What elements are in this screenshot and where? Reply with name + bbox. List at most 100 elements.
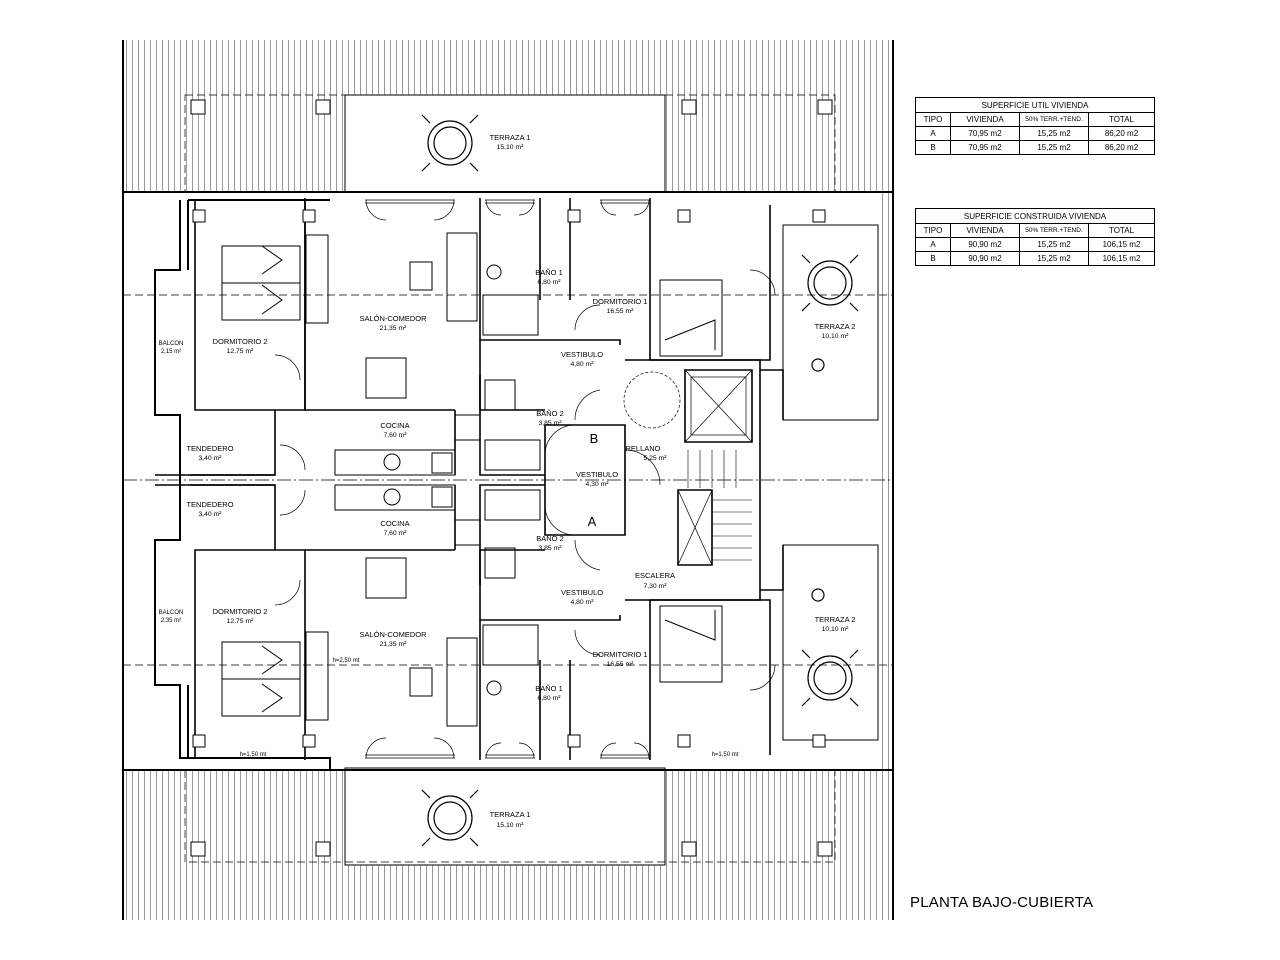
table-header: VIVIENDA bbox=[950, 112, 1020, 127]
room-name: VESTIBULO bbox=[561, 350, 603, 359]
terrace-furniture bbox=[421, 114, 859, 847]
room-area: 21,35 m² bbox=[380, 325, 408, 332]
unit-a-label: A bbox=[588, 514, 597, 529]
room-name: TERRAZA 1 bbox=[490, 133, 531, 142]
table-cell: 90,90 m2 bbox=[950, 237, 1020, 252]
room-area: 7,60 m² bbox=[383, 530, 407, 537]
table-header: VIVIENDA bbox=[950, 223, 1020, 238]
roof-edges bbox=[123, 94, 893, 863]
table-cell: 15,25 m2 bbox=[1019, 251, 1089, 266]
room-area: 6,80 m² bbox=[537, 695, 561, 702]
table-caption: SUPERFICIE CONSTRUIDA VIVIENDA bbox=[915, 208, 1155, 224]
room-area: 3,40 m² bbox=[198, 455, 222, 462]
stair-treads bbox=[687, 450, 752, 561]
table-cell: B bbox=[915, 251, 951, 266]
room-name: BAÑO 2 bbox=[536, 409, 564, 418]
table-header: TOTAL bbox=[1088, 223, 1155, 238]
room-name: ESCALERA bbox=[635, 571, 675, 580]
windows bbox=[365, 199, 650, 759]
room-name: BALCON bbox=[159, 610, 184, 616]
table-row: A 70,95 m2 15,25 m2 86,20 m2 bbox=[915, 126, 1155, 141]
room-area: 10,10 m² bbox=[822, 333, 850, 340]
height-note: h=1,50 mt bbox=[240, 752, 267, 758]
table-cell: A bbox=[915, 126, 951, 141]
room-name: VESTIBULO bbox=[576, 470, 618, 479]
table-cell: 70,95 m2 bbox=[950, 140, 1020, 155]
room-name: TENDEDERO bbox=[186, 444, 233, 453]
table-cell: A bbox=[915, 237, 951, 252]
room-area: 3,85 m² bbox=[538, 420, 562, 427]
room-name: SALÓN-COMEDOR bbox=[359, 630, 427, 639]
height-note: h=1,50 mt bbox=[712, 752, 739, 758]
room-area: 5,25 m² bbox=[643, 455, 667, 462]
room-area: 10,10 m² bbox=[822, 626, 850, 633]
room-area: 7,30 m² bbox=[643, 583, 667, 590]
table-cell: 106,15 m2 bbox=[1088, 251, 1155, 266]
table-header: TIPO bbox=[915, 112, 951, 127]
table-cell: 70,95 m2 bbox=[950, 126, 1020, 141]
room-name: COCINA bbox=[380, 519, 409, 528]
room-name: BAÑO 1 bbox=[535, 268, 563, 277]
table-cell: 86,20 m2 bbox=[1088, 140, 1155, 155]
room-name: TERRAZA 2 bbox=[815, 615, 856, 624]
room-area: 3,40 m² bbox=[198, 511, 222, 518]
room-area: 15,10 m² bbox=[497, 822, 525, 829]
outer-walls bbox=[122, 40, 894, 920]
height-note: h=2,50 mt bbox=[333, 658, 360, 664]
table-set-right-bottom bbox=[801, 649, 859, 707]
table-cell: B bbox=[915, 140, 951, 155]
room-name: VESTIBULO bbox=[561, 588, 603, 597]
room-area: 12,75 m² bbox=[227, 348, 255, 355]
room-labels: TERRAZA 1 15,10 m² TERRAZA 1 15,10 m² TE… bbox=[159, 133, 856, 829]
room-area: 6,80 m² bbox=[537, 279, 561, 286]
room-area: 7,60 m² bbox=[383, 432, 407, 439]
room-name: DORMITORIO 1 bbox=[593, 297, 648, 306]
room-area: 21,35 m² bbox=[380, 641, 408, 648]
terrace-slabs bbox=[344, 94, 879, 866]
room-name: RELLANO bbox=[625, 444, 660, 453]
room-area: 4,30 m² bbox=[585, 481, 609, 488]
table-row: B 90,90 m2 15,25 m2 106,15 m2 bbox=[915, 251, 1155, 266]
room-name: SALÓN-COMEDOR bbox=[359, 314, 427, 323]
table-header: TIPO bbox=[915, 223, 951, 238]
room-name: DORMITORIO 1 bbox=[593, 650, 648, 659]
room-name: TERRAZA 1 bbox=[490, 810, 531, 819]
plan-title: PLANTA BAJO-CUBIERTA bbox=[910, 894, 1094, 911]
table-cell: 15,25 m2 bbox=[1019, 140, 1089, 155]
door-swings bbox=[274, 269, 776, 691]
unit-b-label: B bbox=[590, 431, 599, 446]
room-area: 16,55 m² bbox=[607, 661, 635, 668]
table-cell: 106,15 m2 bbox=[1088, 237, 1155, 252]
furniture bbox=[305, 232, 541, 727]
table-set-bottom bbox=[421, 789, 479, 847]
table-row: B 70,95 m2 15,25 m2 86,20 m2 bbox=[915, 140, 1155, 155]
beds bbox=[221, 245, 723, 717]
elevator-shaft bbox=[677, 369, 753, 566]
table-caption: SUPERFICIE UTIL VIVIENDA bbox=[915, 97, 1155, 113]
table-superficie-construida: SUPERFICIE CONSTRUIDA VIVIENDA TIPO VIVI… bbox=[915, 208, 1155, 266]
room-name: BAÑO 1 bbox=[535, 684, 563, 693]
room-area: 16,55 m² bbox=[607, 308, 635, 315]
room-name: TERRAZA 2 bbox=[815, 322, 856, 331]
table-cell: 15,25 m2 bbox=[1019, 126, 1089, 141]
table-row: A 90,90 m2 15,25 m2 106,15 m2 bbox=[915, 237, 1155, 252]
table-superficie-util: SUPERFICIE UTIL VIVIENDA TIPO VIVIENDA 5… bbox=[915, 97, 1155, 155]
table-set-right-top bbox=[801, 254, 859, 312]
room-name: BAÑO 2 bbox=[536, 534, 564, 543]
table-cell: 86,20 m2 bbox=[1088, 126, 1155, 141]
room-name: BALCON bbox=[159, 341, 184, 347]
room-name: TENDEDERO bbox=[186, 500, 233, 509]
table-set-top bbox=[421, 114, 479, 172]
room-name: DORMITORIO 2 bbox=[213, 337, 268, 346]
room-area: 2,15 m² bbox=[161, 349, 181, 355]
table-cell: 90,90 m2 bbox=[950, 251, 1020, 266]
table-header: 50% TERR.+TEND. bbox=[1019, 112, 1089, 127]
room-area: 4,80 m² bbox=[570, 599, 594, 606]
room-area: 15,10 m² bbox=[497, 144, 525, 151]
room-area: 2,35 m² bbox=[161, 618, 181, 624]
table-cell: 15,25 m2 bbox=[1019, 237, 1089, 252]
interior-walls bbox=[155, 198, 784, 760]
room-name: DORMITORIO 2 bbox=[213, 607, 268, 616]
room-area: 4,80 m² bbox=[570, 361, 594, 368]
